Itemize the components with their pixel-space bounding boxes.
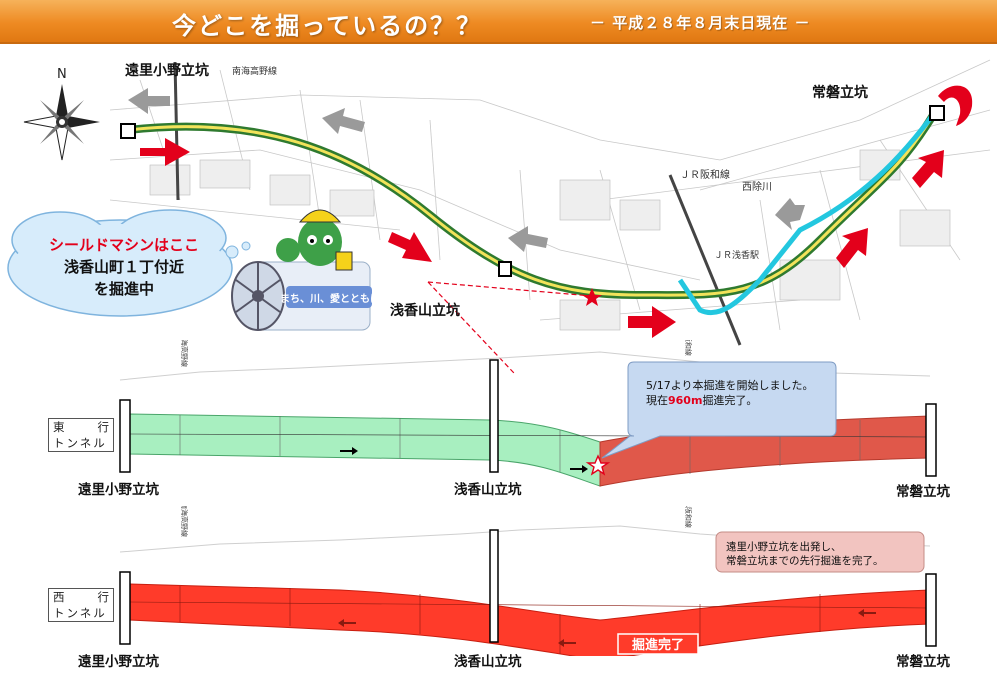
west-tunnel-completed-segment (129, 583, 931, 656)
mascot-banner: まち、川、愛とともに (280, 292, 380, 305)
turnaround-arrow-icon (938, 85, 973, 126)
map-shaft-start-label: 遠里小野立坑 (125, 63, 209, 79)
cloud-line-3: を掘進中 (93, 280, 154, 298)
east-shield-star-icon (585, 454, 611, 476)
speech-cloud (7, 209, 251, 317)
map-shaft-end-label: 常磐立坑 (812, 85, 868, 101)
west-tunnel-rings (179, 586, 821, 654)
shaft-middle-marker (498, 261, 512, 277)
nankai-rail-line (173, 61, 180, 201)
shaft-end-marker (929, 105, 945, 121)
west-tunnel-center-line (129, 601, 931, 609)
shield-position-star-icon (582, 288, 602, 306)
west-shaft-start-post (119, 571, 131, 645)
east-rail-label-jr: JR阪和線 (684, 340, 693, 356)
east-shaft-start-label: 遠里小野立坑 (78, 482, 159, 498)
map-shaft-middle-label: 浅香山立坑 (390, 303, 460, 319)
cloud-line-1: シールドマシンはここ (48, 236, 199, 254)
east-shaft-middle-label: 浅香山立坑 (454, 482, 522, 498)
red-arrows (140, 138, 944, 338)
west-shaft-end-post (925, 573, 937, 647)
east-shaft-end-label: 常磐立坑 (896, 484, 950, 500)
west-rail-label-nankai: 南海高野線 (180, 506, 189, 537)
east-callout-distance: 960m (668, 394, 703, 407)
page-title: 今どこを掘っているの？？ (172, 12, 483, 40)
west-direction-arrows (338, 609, 876, 647)
east-callout-text: 5/17より本掘進を開始しました。 現在960m掘進完了。 (646, 379, 814, 407)
cloud-line-2: 浅香山町１丁付近 (63, 258, 184, 276)
west-shaft-middle-post (489, 529, 499, 643)
east-direction-arrows (340, 447, 588, 473)
east-tunnel-rings (179, 415, 861, 474)
mascot-icon (276, 209, 353, 271)
west-tunnel-label: 西行 トンネル (48, 588, 114, 622)
west-shaft-start-label: 遠里小野立坑 (78, 654, 159, 670)
east-shaft-end-post (925, 403, 937, 477)
east-shaft-middle-post (489, 359, 499, 473)
west-rail-label-jr: JR阪和線 (684, 506, 693, 528)
header-banner: 今どこを掘っているの？？ － 平成２８年８月末日現在 － (0, 0, 997, 44)
shaft-start-marker (120, 123, 136, 139)
west-complete-badge-bg (617, 633, 699, 655)
compass-north-label: N (57, 67, 67, 82)
west-complete-badge: 掘進完了 (632, 637, 684, 653)
jr-rail-line (668, 174, 742, 346)
east-tunnel-profile: 南海高野線 JR阪和線 (119, 340, 937, 487)
compass-icon (23, 84, 100, 161)
map-label-river: 西除川 (742, 180, 772, 193)
cloud-message: シールドマシンはここ 浅香山町１丁付近 を掘進中 (26, 234, 222, 300)
west-tunnel-profile: 掘進完了 南海高野線 JR阪和線 (119, 506, 937, 656)
map-label-jr-station: ＪＲ浅香駅 (714, 249, 759, 261)
east-rail-label-nankai: 南海高野線 (180, 340, 189, 367)
profile-pointer-line (427, 281, 516, 374)
gray-arrows (128, 88, 805, 252)
page-subtitle: － 平成２８年８月末日現在 － (590, 14, 811, 32)
east-shaft-start-post (119, 399, 131, 473)
tunnel-route-inner (127, 111, 937, 297)
west-shaft-end-label: 常磐立坑 (896, 654, 950, 670)
east-tunnel-completed-segment (129, 413, 601, 487)
east-callout-bubble (601, 361, 837, 459)
west-callout-box (715, 531, 925, 573)
map-label-nankai: 南海高野線 (232, 65, 277, 77)
west-shaft-middle-label: 浅香山立坑 (454, 654, 522, 670)
route-map: まち、川、愛とともに 南海高野線 ＪＲ阪和線 ＪＲ浅香駅 西除川 N (7, 54, 995, 374)
east-tunnel-label: 東行 トンネル (48, 418, 114, 452)
map-pointer-line (427, 281, 593, 297)
west-callout-text: 遠里小野立坑を出発し、 常磐立坑までの先行掘進を完了。 (726, 541, 884, 567)
map-label-jr-line: ＪＲ阪和線 (680, 168, 730, 181)
map-blocks (149, 149, 951, 331)
river-channel (677, 110, 938, 316)
